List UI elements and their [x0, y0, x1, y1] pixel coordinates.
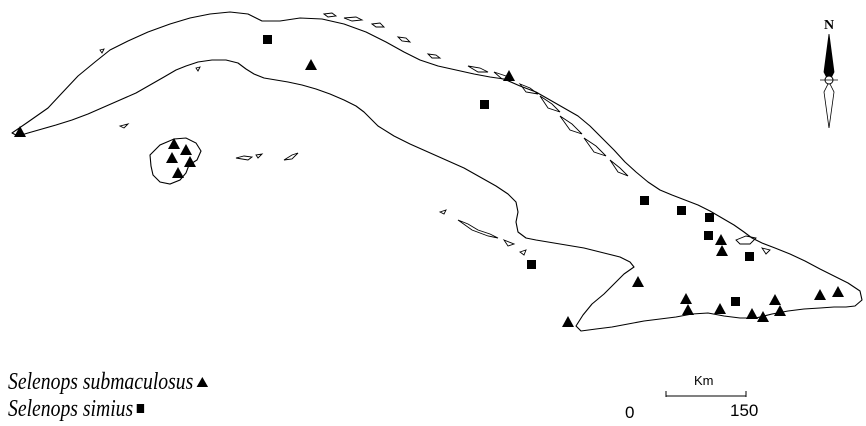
legend-species-2: Selenops simius — [8, 397, 144, 421]
record-triangle — [746, 308, 758, 319]
record-triangle — [503, 70, 515, 81]
record-triangle — [168, 138, 180, 149]
north-arrow: N — [820, 18, 838, 129]
north-label: N — [824, 18, 834, 33]
record-triangle — [632, 276, 644, 287]
record-triangle — [562, 316, 574, 327]
legend-species-2-label: Selenops simius — [8, 396, 134, 422]
record-square — [704, 231, 713, 240]
record-triangle — [305, 59, 317, 70]
record-square — [705, 213, 714, 222]
triangle-icon — [196, 377, 209, 387]
record-triangle — [832, 286, 844, 297]
record-triangle — [814, 289, 826, 300]
record-triangle — [680, 293, 692, 304]
record-triangle — [715, 234, 727, 245]
scale-unit-label: Km — [694, 373, 714, 388]
record-triangle — [769, 294, 781, 305]
record-square — [263, 35, 272, 44]
record-square — [745, 252, 754, 261]
scale-bar — [665, 391, 747, 397]
cuba-main-island-outline — [11, 11, 863, 332]
scale-end-label: 150 — [730, 401, 759, 420]
record-triangle — [166, 152, 178, 163]
record-square — [640, 196, 649, 205]
legend-species-1-label: Selenops submaculosus — [8, 369, 194, 395]
square-icon — [136, 404, 144, 413]
scale-start-label: 0 — [625, 403, 635, 422]
record-triangle — [774, 305, 786, 316]
record-triangle — [716, 245, 728, 256]
record-square — [527, 260, 536, 269]
record-triangle — [682, 304, 694, 315]
selenops-simius-records — [263, 35, 754, 306]
record-square — [480, 100, 489, 109]
selenops-submaculosus-records — [14, 59, 844, 327]
record-triangle — [184, 156, 196, 167]
record-triangle — [172, 167, 184, 178]
record-triangle — [714, 303, 726, 314]
record-square — [677, 206, 686, 215]
record-triangle — [14, 126, 26, 137]
record-square — [731, 297, 740, 306]
record-triangle — [757, 311, 769, 322]
offshore-keys — [99, 12, 771, 256]
north-arrow-needle-icon — [823, 33, 835, 83]
legend-species-1: Selenops submaculosus — [8, 369, 209, 395]
record-triangle — [180, 144, 192, 155]
